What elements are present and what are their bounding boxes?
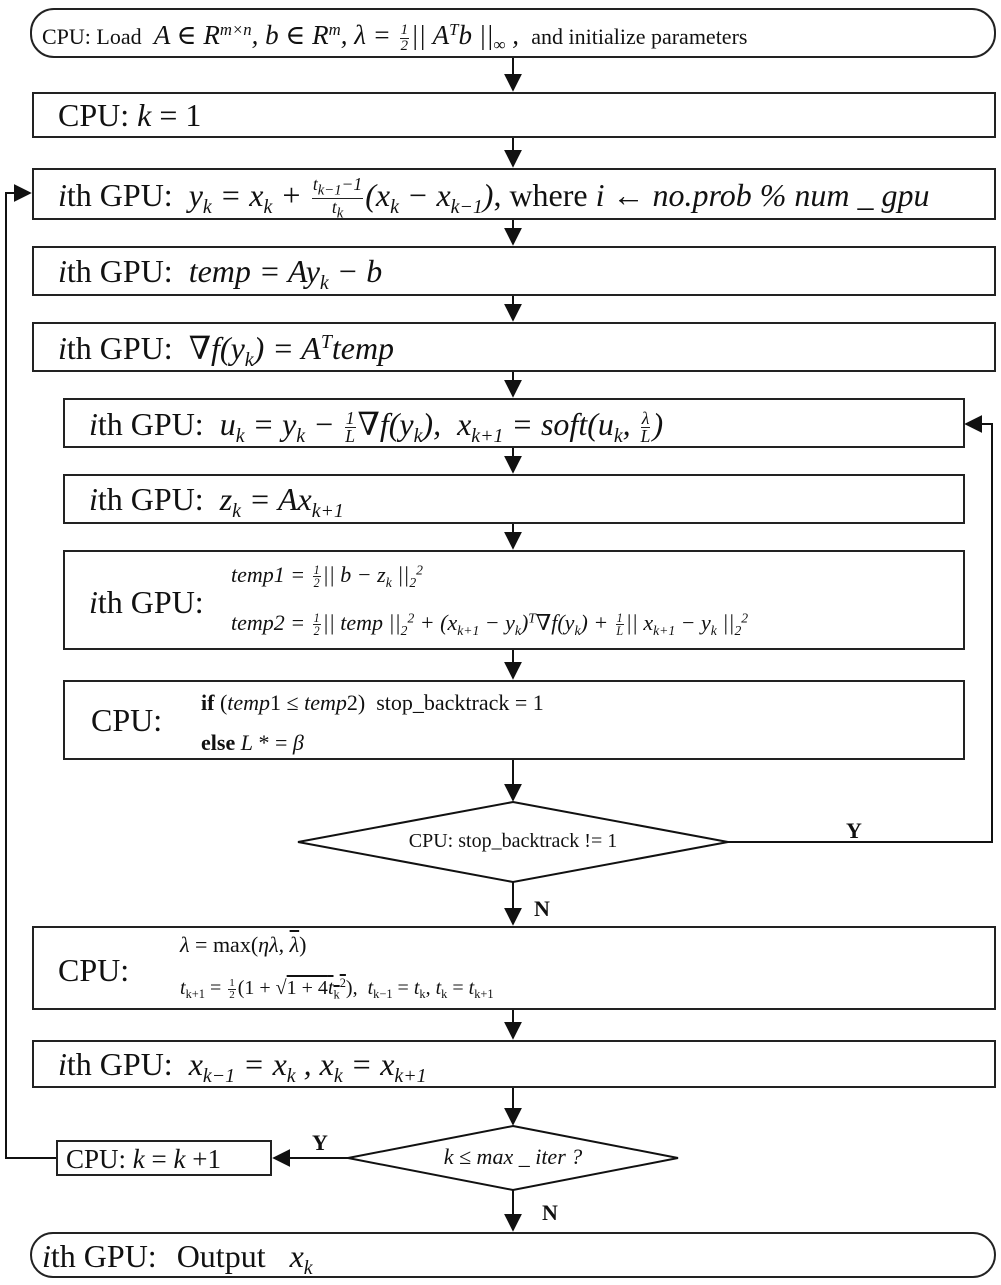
- cpu-check-line2: else L * = β: [201, 730, 304, 755]
- cpu-update-unit: CPU:: [58, 952, 130, 988]
- gpu-temps-unit: ith GPU:: [89, 584, 204, 620]
- gpu-grad-node: ith GPU: ∇f(yk) = ATtemp: [32, 322, 996, 372]
- gpu-y-tail: i ← no.prob % num _ gpu: [595, 177, 930, 214]
- cpu-check-line1: if (temp1 ≤ temp2) stop_backtrack = 1: [201, 690, 544, 715]
- gpu-shift-math: xk−1 = xk , xk = xk+1: [180, 1046, 427, 1087]
- decision-backtrack-shape: [297, 800, 729, 884]
- end-node: ith GPU: Output xk: [30, 1232, 996, 1279]
- gpu-z-math: zk = Axk+1: [211, 481, 344, 522]
- decision-backtrack-label: CPU: stop_backtrack != 1: [408, 830, 618, 852]
- gpu-temp-math: temp = Ayk − b: [180, 253, 383, 294]
- decision-iter-shape: [347, 1124, 679, 1192]
- gpu-y-mid: , where: [493, 177, 588, 214]
- init-k-text: CPU: k = 1: [58, 97, 202, 133]
- gpu-temp-node: ith GPU: temp = Ayk − b: [32, 246, 996, 296]
- gpu-y-unit: ith GPU:: [58, 177, 173, 214]
- start-prefix: CPU: Load: [42, 24, 142, 50]
- edge-iter-no: N: [542, 1200, 558, 1225]
- gpu-z-unit: ith GPU:: [89, 481, 204, 517]
- cpu-check-node: CPU: if (temp1 ≤ temp2) stop_backtrack =…: [63, 680, 965, 760]
- edge-backtrack-no: N: [534, 896, 550, 921]
- arrow-backtrack-yes: [728, 415, 993, 843]
- gpu-grad-unit: ith GPU:: [58, 330, 173, 366]
- cpu-inc-node: CPU: k = k +1: [56, 1140, 272, 1176]
- init-k-node: CPU: k = 1: [32, 92, 996, 138]
- gpu-u-unit: ith GPU:: [89, 406, 204, 442]
- decision-iter-label: k ≤ max _ iter ?: [443, 1144, 583, 1169]
- end-math: xk: [273, 1238, 313, 1279]
- cpu-update-line1: λ = max(ηλ, λ): [180, 932, 307, 957]
- start-suffix: and initialize parameters: [531, 24, 748, 50]
- cpu-inc-text: CPU: k = k +1: [66, 1144, 221, 1174]
- cpu-check-unit: CPU:: [91, 702, 163, 738]
- gpu-shift-node: ith GPU: xk−1 = xk , xk = xk+1: [32, 1040, 996, 1088]
- end-text: Output: [176, 1238, 266, 1274]
- gpu-temp-unit: ith GPU:: [58, 253, 173, 289]
- edge-iter-yes: Y: [312, 1130, 328, 1155]
- gpu-grad-math: ∇f(yk) = ATtemp: [180, 330, 395, 371]
- gpu-z-node: ith GPU: zk = Axk+1: [63, 474, 965, 524]
- end-unit: ith GPU:: [42, 1238, 157, 1274]
- gpu-shift-unit: ith GPU:: [58, 1046, 173, 1082]
- arrow-loop-back: [5, 184, 56, 1159]
- edge-backtrack-yes: Y: [846, 818, 862, 843]
